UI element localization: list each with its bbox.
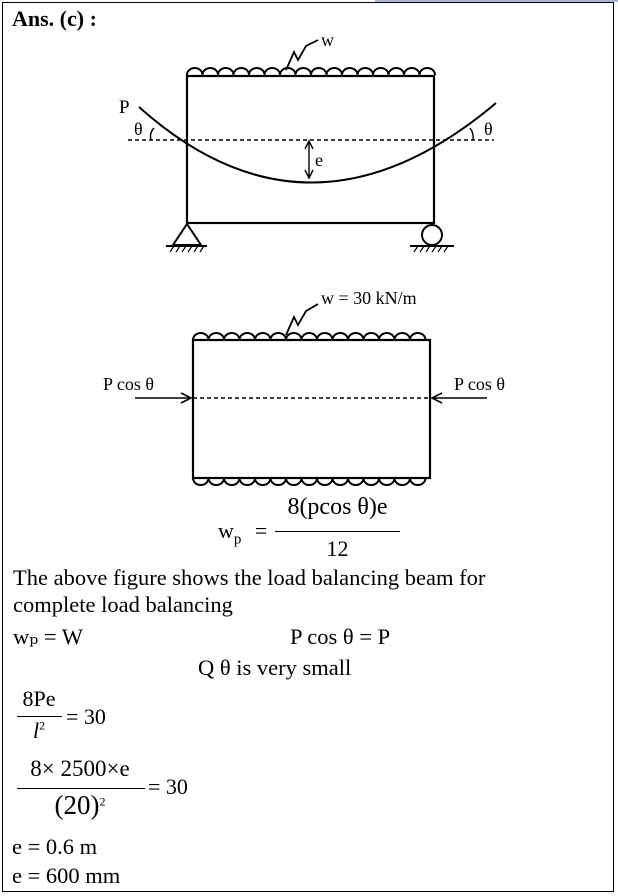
formula-wp-numerator: 8(pcos θ)e [287,494,388,520]
fig1-force-label: P [119,97,130,118]
fig1-angle-right-label: θ [484,119,493,139]
fig2-udl-top-arcs [192,332,427,341]
result-e-millimeters: e = 600 mm [12,863,121,888]
fig1-load-label: w [321,30,334,50]
eq2-numerator: 8× 2500×e [30,756,130,781]
eq1-rhs: = 30 [66,704,106,729]
fig1-eccentricity-label: e [315,150,323,170]
wp-equals-w: wₚ = W [13,624,84,649]
fig1-udl-arcs [186,67,436,76]
fig1-angle-arc-left [149,127,155,141]
formula-wp-fraction-bar [275,531,400,532]
fig1-angle-left-label: θ [134,119,143,139]
window-top-accent [375,0,618,2]
eq1-fraction-bar [17,716,62,717]
fig2-load-label: w = 30 kN/m [321,288,417,308]
eq2-denominator-exponent: 2 [99,794,106,809]
pcos-equals-p: P cos θ = P [290,624,391,649]
formula-wp-subscript: p [233,531,242,548]
formula-wp-lhs: wp = [218,518,268,548]
theta-small-note: Q θ is very small [198,655,352,680]
eq2-denominator: (20)2 [54,790,106,820]
eq2-rhs: = 30 [148,774,188,799]
formula-wp-denominator: 12 [326,536,349,561]
fig2-load-pointer [285,303,319,336]
explanation-line-1: The above figure shows the load balancin… [13,565,486,590]
result-e-meters: e = 0.6 m [12,834,98,859]
fig1-roller-support [421,224,443,246]
fig2-force-left-label: P cos θ [103,374,154,394]
fig1-load-pointer [285,39,319,71]
eq1-numerator: 8Pe [22,686,56,711]
fig2-udl-bottom-arcs [192,477,427,486]
explanation-line-2: complete load balancing [13,592,233,617]
eq1-denominator: l2 [32,718,46,743]
fig1-tendon [138,102,497,184]
fig1-pin-support [171,222,203,246]
answer-heading: Ans. (c) : [12,6,97,31]
fig2-beam [191,338,432,480]
fig1-angle-arc-right [469,127,474,141]
fig1-beam [185,74,436,225]
fig2-force-right-label: P cos θ [454,374,505,394]
eq1-denominator-exponent: 2 [39,718,46,733]
eq2-fraction-bar [17,788,145,789]
